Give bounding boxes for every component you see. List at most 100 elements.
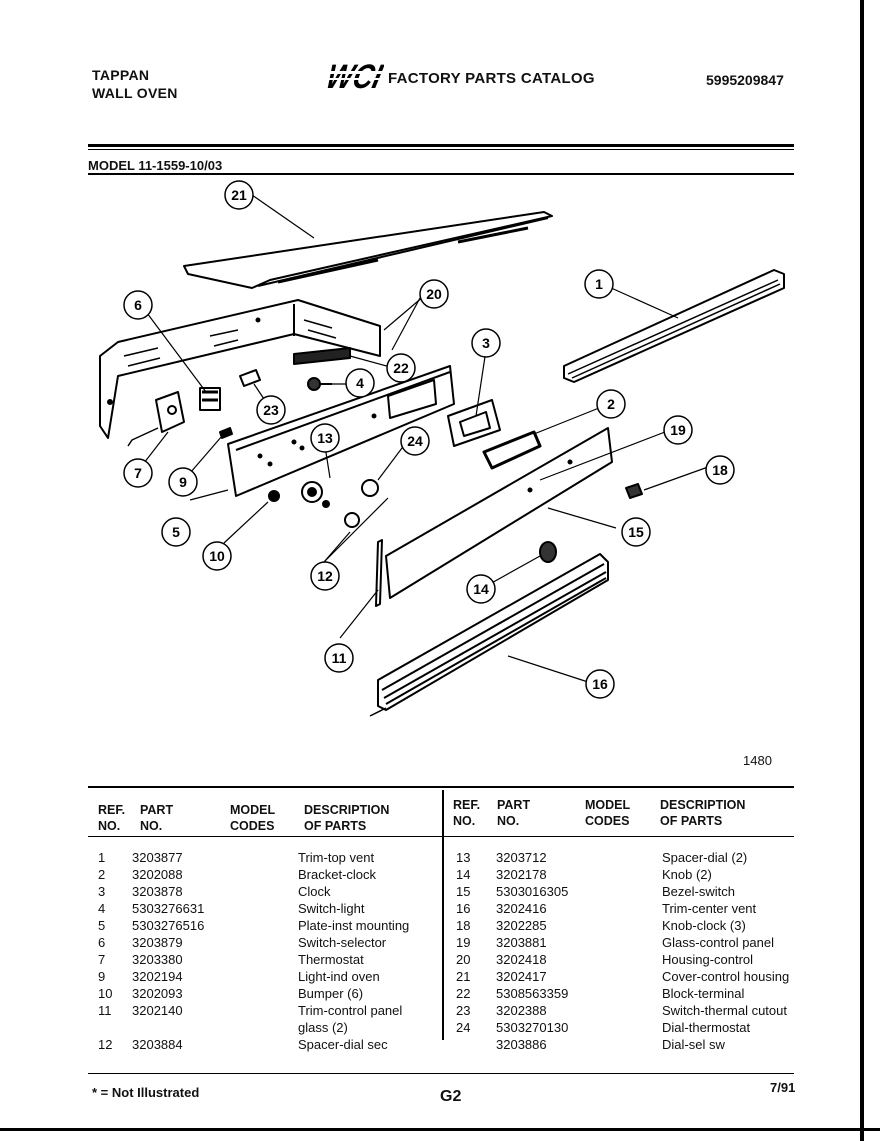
header-ref-no-right: REF. NO. <box>453 798 481 828</box>
callout-11 <box>324 643 354 673</box>
part-clock <box>447 399 501 447</box>
description: Block-terminal <box>662 986 745 1001</box>
ref-no: 7 <box>98 952 106 967</box>
part-no: 3203886 <box>496 1037 547 1052</box>
callout-label-9: 9 <box>179 474 187 490</box>
description: Trim-top vent <box>298 850 375 865</box>
description: Switch-selector <box>298 935 387 950</box>
part-no: 5308563359 <box>496 986 569 1001</box>
callout-21 <box>224 180 254 210</box>
part-no: 5303276516 <box>132 918 205 933</box>
callout-label-3: 3 <box>482 335 490 351</box>
callout-label-7: 7 <box>134 465 142 481</box>
description: Plate-inst mounting <box>298 918 410 933</box>
page-border-bottom <box>0 1128 880 1131</box>
description: Housing-control <box>662 952 754 967</box>
part-trim-center-vent <box>369 553 609 717</box>
callout-leaders <box>143 194 709 683</box>
callout-23 <box>256 395 286 425</box>
ref-no: 20 <box>456 952 471 967</box>
description: Cover-control housing <box>662 969 790 984</box>
part-trim-top-vent <box>563 269 785 383</box>
footer-rule <box>88 1073 794 1074</box>
part-no: 5303270130 <box>496 1020 569 1035</box>
callout-label-14: 14 <box>473 581 489 597</box>
callout-4 <box>345 368 375 398</box>
header-description: DESCRIPTION OF PARTS <box>304 803 390 833</box>
description: Bumper (6) <box>298 986 364 1001</box>
callout-label-19: 19 <box>670 422 686 438</box>
document-number: 5995209847 <box>706 72 784 88</box>
description: Switch-thermal cutout <box>662 1003 787 1018</box>
callout-14 <box>466 574 496 604</box>
part-knob <box>539 541 557 563</box>
callout-label-2: 2 <box>607 396 615 412</box>
ref-no: 23 <box>456 1003 471 1018</box>
ref-no: 22 <box>456 986 471 1001</box>
callout-3 <box>471 328 501 358</box>
ref-no: 2 <box>98 867 106 882</box>
ref-no: 5 <box>98 918 106 933</box>
table-top-rule <box>88 786 794 788</box>
description: Bracket-clock <box>298 867 377 882</box>
part-switch-light <box>307 377 332 391</box>
callout-19 <box>663 415 693 445</box>
description: Knob (2) <box>662 867 712 882</box>
description: Spacer-dial (2) <box>662 850 748 865</box>
description: Glass-control panel <box>662 935 774 950</box>
callout-label-1: 1 <box>595 276 603 292</box>
part-cover-control-housing <box>183 211 553 289</box>
ref-no: 3 <box>98 884 106 899</box>
callout-9 <box>168 467 198 497</box>
ref-no: 10 <box>98 986 113 1001</box>
wci-logo: WCI <box>323 58 384 92</box>
table-column-divider <box>442 790 444 1040</box>
callout-2 <box>596 389 626 419</box>
header-part-no-right: PART NO. <box>497 798 531 828</box>
callout-label-11: 11 <box>332 650 347 666</box>
part-plate-inst-mounting <box>227 365 455 497</box>
description: Dial-thermostat <box>662 1020 751 1035</box>
callout-6 <box>123 290 153 320</box>
callout-label-13: 13 <box>317 430 333 446</box>
ref-no: 9 <box>98 969 106 984</box>
callout-label-6: 6 <box>134 297 142 313</box>
description: Spacer-dial sec <box>298 1037 388 1052</box>
ref-no: 21 <box>456 969 471 984</box>
callout-18 <box>705 455 735 485</box>
part-no: 3203884 <box>132 1037 183 1052</box>
ref-no: 16 <box>456 901 471 916</box>
callout-15 <box>621 517 651 547</box>
figure-number: 1480 <box>743 753 772 768</box>
callout-label-15: 15 <box>628 524 644 540</box>
description: Bezel-switch <box>662 884 735 899</box>
ref-no: 1 <box>98 850 106 865</box>
part-trim-control-panel <box>375 539 383 607</box>
page-number: G2 <box>440 1088 462 1105</box>
callout-label-22: 22 <box>393 360 409 376</box>
part-no: 3202418 <box>496 952 547 967</box>
ref-no: 18 <box>456 918 471 933</box>
part-bumper <box>268 490 280 502</box>
product-type: WALL OVEN <box>92 85 178 101</box>
part-housing-control <box>99 299 381 439</box>
revision-date: 7/91 <box>770 1080 796 1095</box>
header-description-right: DESCRIPTION OF PARTS <box>660 798 746 828</box>
header-ref-no: REF. NO. <box>98 803 126 833</box>
description: Trim-center vent <box>662 901 757 916</box>
callout-label-24: 24 <box>407 433 423 449</box>
footnote: * = Not Illustrated <box>92 1085 200 1100</box>
description: Clock <box>298 884 331 899</box>
callout-label-16: 16 <box>592 676 608 692</box>
description: Trim-control panel <box>298 1003 403 1018</box>
brand-name: TAPPAN <box>92 67 150 83</box>
callout-16 <box>585 669 615 699</box>
callout-24 <box>400 426 430 456</box>
callout-1 <box>584 269 614 299</box>
callout-label-23: 23 <box>263 402 279 418</box>
callout-10 <box>202 541 232 571</box>
header-part-no: PART NO. <box>140 803 174 833</box>
part-dial-thermostat <box>361 479 379 497</box>
part-no: 3203879 <box>132 935 183 950</box>
